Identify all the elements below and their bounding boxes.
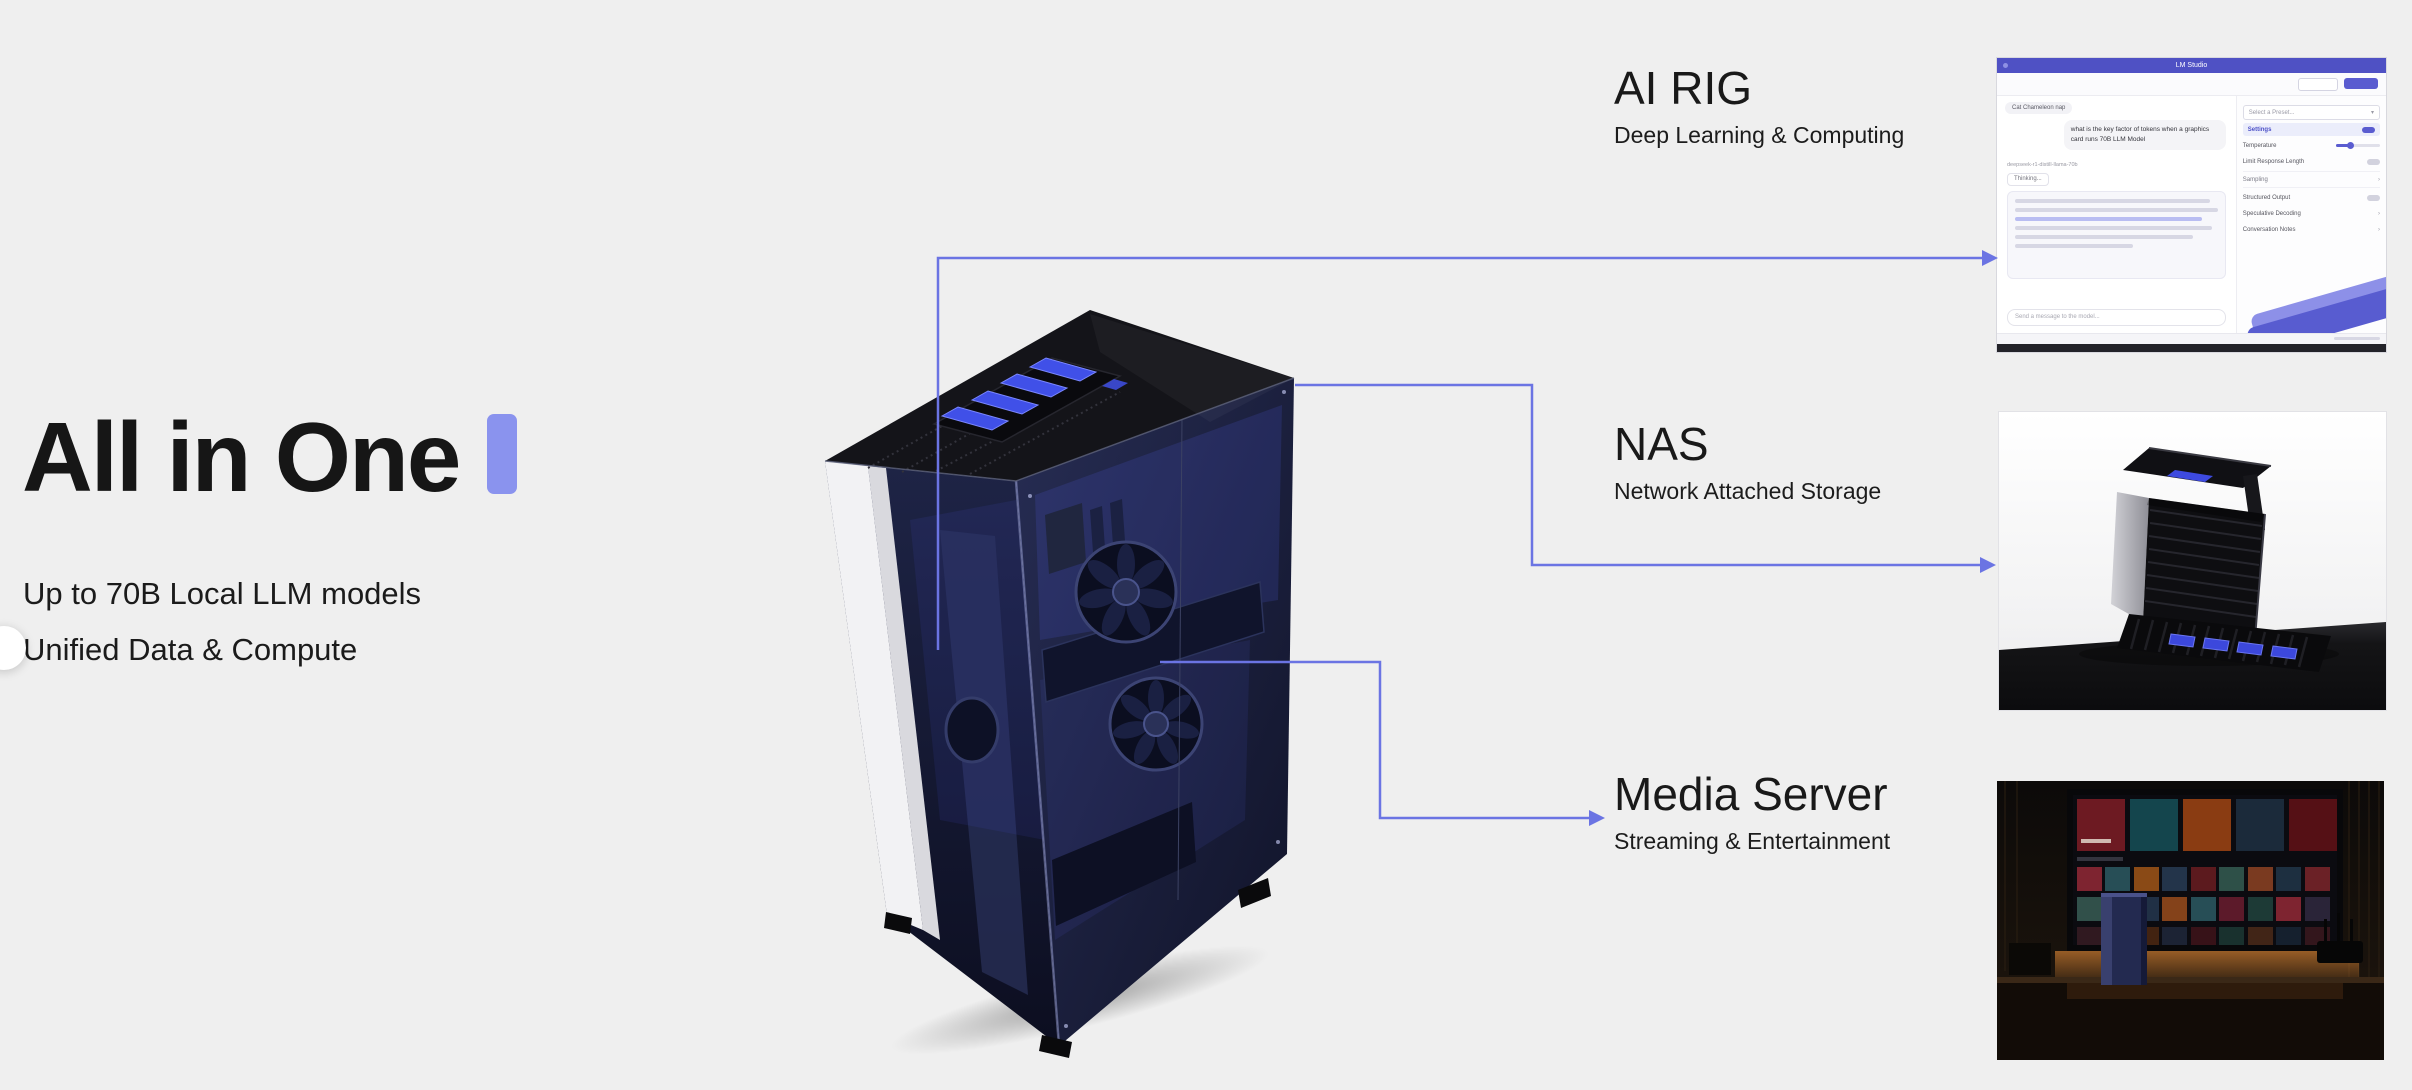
lmstudio-limit-response-row: Limit Response Length xyxy=(2243,155,2380,168)
lmstudio-body: Cat Chameleon nap what is the key factor… xyxy=(1997,96,2386,352)
limit-response-toggle xyxy=(2367,158,2380,165)
page-title: All in One xyxy=(22,402,461,512)
lmstudio-user-message: what is the key factor of tokens when a … xyxy=(2063,120,2226,151)
temperature-slider xyxy=(2336,142,2380,149)
structured-output-toggle xyxy=(2367,194,2380,201)
lmstudio-conversation-notes-row: Conversation Notes› xyxy=(2242,226,2380,233)
lmstudio-screenshot[interactable]: LM Studio Cat Chameleon nap what is the … xyxy=(1996,57,2387,353)
lmstudio-window-title: LM Studio xyxy=(2175,62,2208,69)
settings-toggle xyxy=(2362,126,2375,133)
hero-subtitle-line-2: Unified Data & Compute xyxy=(23,632,358,667)
lmstudio-conversation-chip: Cat Chameleon nap xyxy=(2005,102,2073,114)
callout-ai-rig-title: AI RIG xyxy=(1614,62,1753,114)
hero-block: All in One xyxy=(22,402,518,512)
wifi-router xyxy=(2317,913,2363,963)
lmstudio-app-icon xyxy=(2003,63,2008,68)
nas-body xyxy=(2111,492,2266,639)
lmstudio-model-label: deepseek-r1-distill-llama-70b xyxy=(2007,162,2078,168)
callout-media-server-subtitle: Streaming & Entertainment xyxy=(1614,828,1891,855)
callout-ai-rig-subtitle: Deep Learning & Computing xyxy=(1614,122,1905,149)
lmstudio-side-panel: Select a Preset...▾ Settings Temperature… xyxy=(2236,96,2386,352)
lmstudio-titlebar: LM Studio xyxy=(1997,58,2386,73)
arrowhead-media-server xyxy=(1589,810,1605,826)
callout-ai-rig: AI RIG Deep Learning & Computing xyxy=(1614,64,1904,149)
pc-case-render xyxy=(824,310,1295,1058)
tv-cabinet xyxy=(1997,977,2384,1060)
nas-render-image[interactable] xyxy=(1998,411,2387,711)
callout-nas: NAS Network Attached Storage xyxy=(1614,420,1881,505)
hero-subtitle: Up to 70B Local LLM models Unified Data … xyxy=(23,566,421,678)
lmstudio-secondary-button xyxy=(2298,78,2338,91)
mini-pc-tower xyxy=(2101,893,2147,985)
pc-front-face xyxy=(1014,378,1294,1047)
hero-subtitle-line-1: Up to 70B Local LLM models xyxy=(23,576,422,611)
arrowhead-ai-rig xyxy=(1982,250,1998,266)
lmstudio-structured-output-row: Structured Output xyxy=(2243,191,2380,204)
media-room-graphic xyxy=(1997,781,2384,1060)
lmstudio-preset-select: Select a Preset...▾ xyxy=(2242,105,2380,120)
pc-fan-top xyxy=(1074,540,1178,644)
shelf-speaker xyxy=(2009,943,2051,975)
nas-ssd-trays xyxy=(2168,633,2298,660)
callout-nas-subtitle: Network Attached Storage xyxy=(1614,478,1882,505)
lmstudio-thinking-toggle: Thinking... xyxy=(2007,173,2049,186)
lmstudio-temperature-row: Temperature xyxy=(2243,139,2380,152)
lmstudio-message-input: Send a message to the model... xyxy=(2007,309,2226,326)
pc-feet xyxy=(884,878,1271,1058)
lmstudio-status-bar xyxy=(1997,333,2386,344)
lmstudio-toolbar xyxy=(1997,73,2386,96)
media-server-image[interactable] xyxy=(1997,781,2384,1060)
lmstudio-answer-block xyxy=(2007,191,2226,279)
arrowhead-nas xyxy=(1980,557,1996,573)
callout-media-server: Media Server Streaming & Entertainment xyxy=(1614,770,1890,855)
lmstudio-sampling-row: Sampling› xyxy=(2242,171,2380,188)
lmstudio-settings-row: Settings xyxy=(2242,123,2380,136)
pc-fan-bottom xyxy=(1108,676,1204,772)
callout-nas-title: NAS xyxy=(1614,418,1709,470)
lmstudio-primary-button xyxy=(2344,78,2378,89)
callout-media-server-title: Media Server xyxy=(1614,768,1888,820)
lmstudio-speculative-decoding-row: Speculative Decoding› xyxy=(2242,210,2380,217)
screenshot-bottom-bar xyxy=(1997,344,2386,352)
nas-render-graphic xyxy=(1999,412,2386,710)
lmstudio-chat-area: Cat Chameleon nap what is the key factor… xyxy=(1997,96,2237,334)
title-accent-bar xyxy=(487,414,518,494)
